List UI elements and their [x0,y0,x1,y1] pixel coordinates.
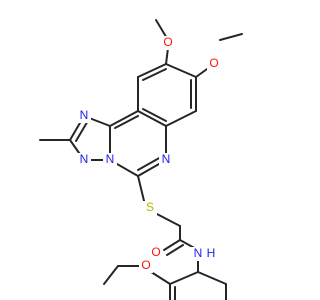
oxygen-atom-methoxy-top: O [163,35,172,49]
atom-bg [149,246,163,260]
sulfur-atom: S [146,200,154,214]
bond [165,110,197,127]
nitrogen-atom-triazole-bottom: N [80,152,89,166]
bond [197,271,227,285]
atom-bg [161,36,175,50]
hydrogen-atom-amide: H [207,246,216,260]
nitrogen-atom-amide: N [194,246,203,260]
bond [154,212,181,227]
bond [165,63,197,78]
nitrogen-atom-triazole-bridge: N [106,152,115,166]
atom-bg [191,247,205,261]
bond [137,110,167,127]
bond [142,108,167,122]
bond [169,271,199,285]
molecule-canvas: O O N N N N S O N H [39,19,243,300]
bond [166,244,184,256]
atom-bg [77,109,91,123]
bond [219,33,243,41]
bond [165,47,169,65]
bond [137,156,162,171]
bond [103,265,119,285]
atom-bg [103,153,117,167]
bond [142,68,167,81]
atom-bg [143,201,157,215]
atom-bg [77,153,91,167]
oxygen-atom-methoxy-right: O [209,56,218,70]
atom-bg [139,259,153,273]
bond [137,175,146,206]
oxygen-atom-ethoxy: O [141,258,150,272]
molecule-structure: O O N N N N S O N H [39,19,243,300]
atom-bg [159,153,173,167]
bond [137,63,167,78]
oxygen-atom-carbonyl: O [151,245,160,259]
bond [114,115,139,129]
nitrogen-atom-triazole-top: N [80,108,89,122]
atom-label-layer: O O N N N N S O N H [77,35,221,273]
nitrogen-atom-quinazoline: N [162,152,171,166]
bond [109,110,139,127]
bond [163,239,181,251]
atom-bg [207,57,221,71]
